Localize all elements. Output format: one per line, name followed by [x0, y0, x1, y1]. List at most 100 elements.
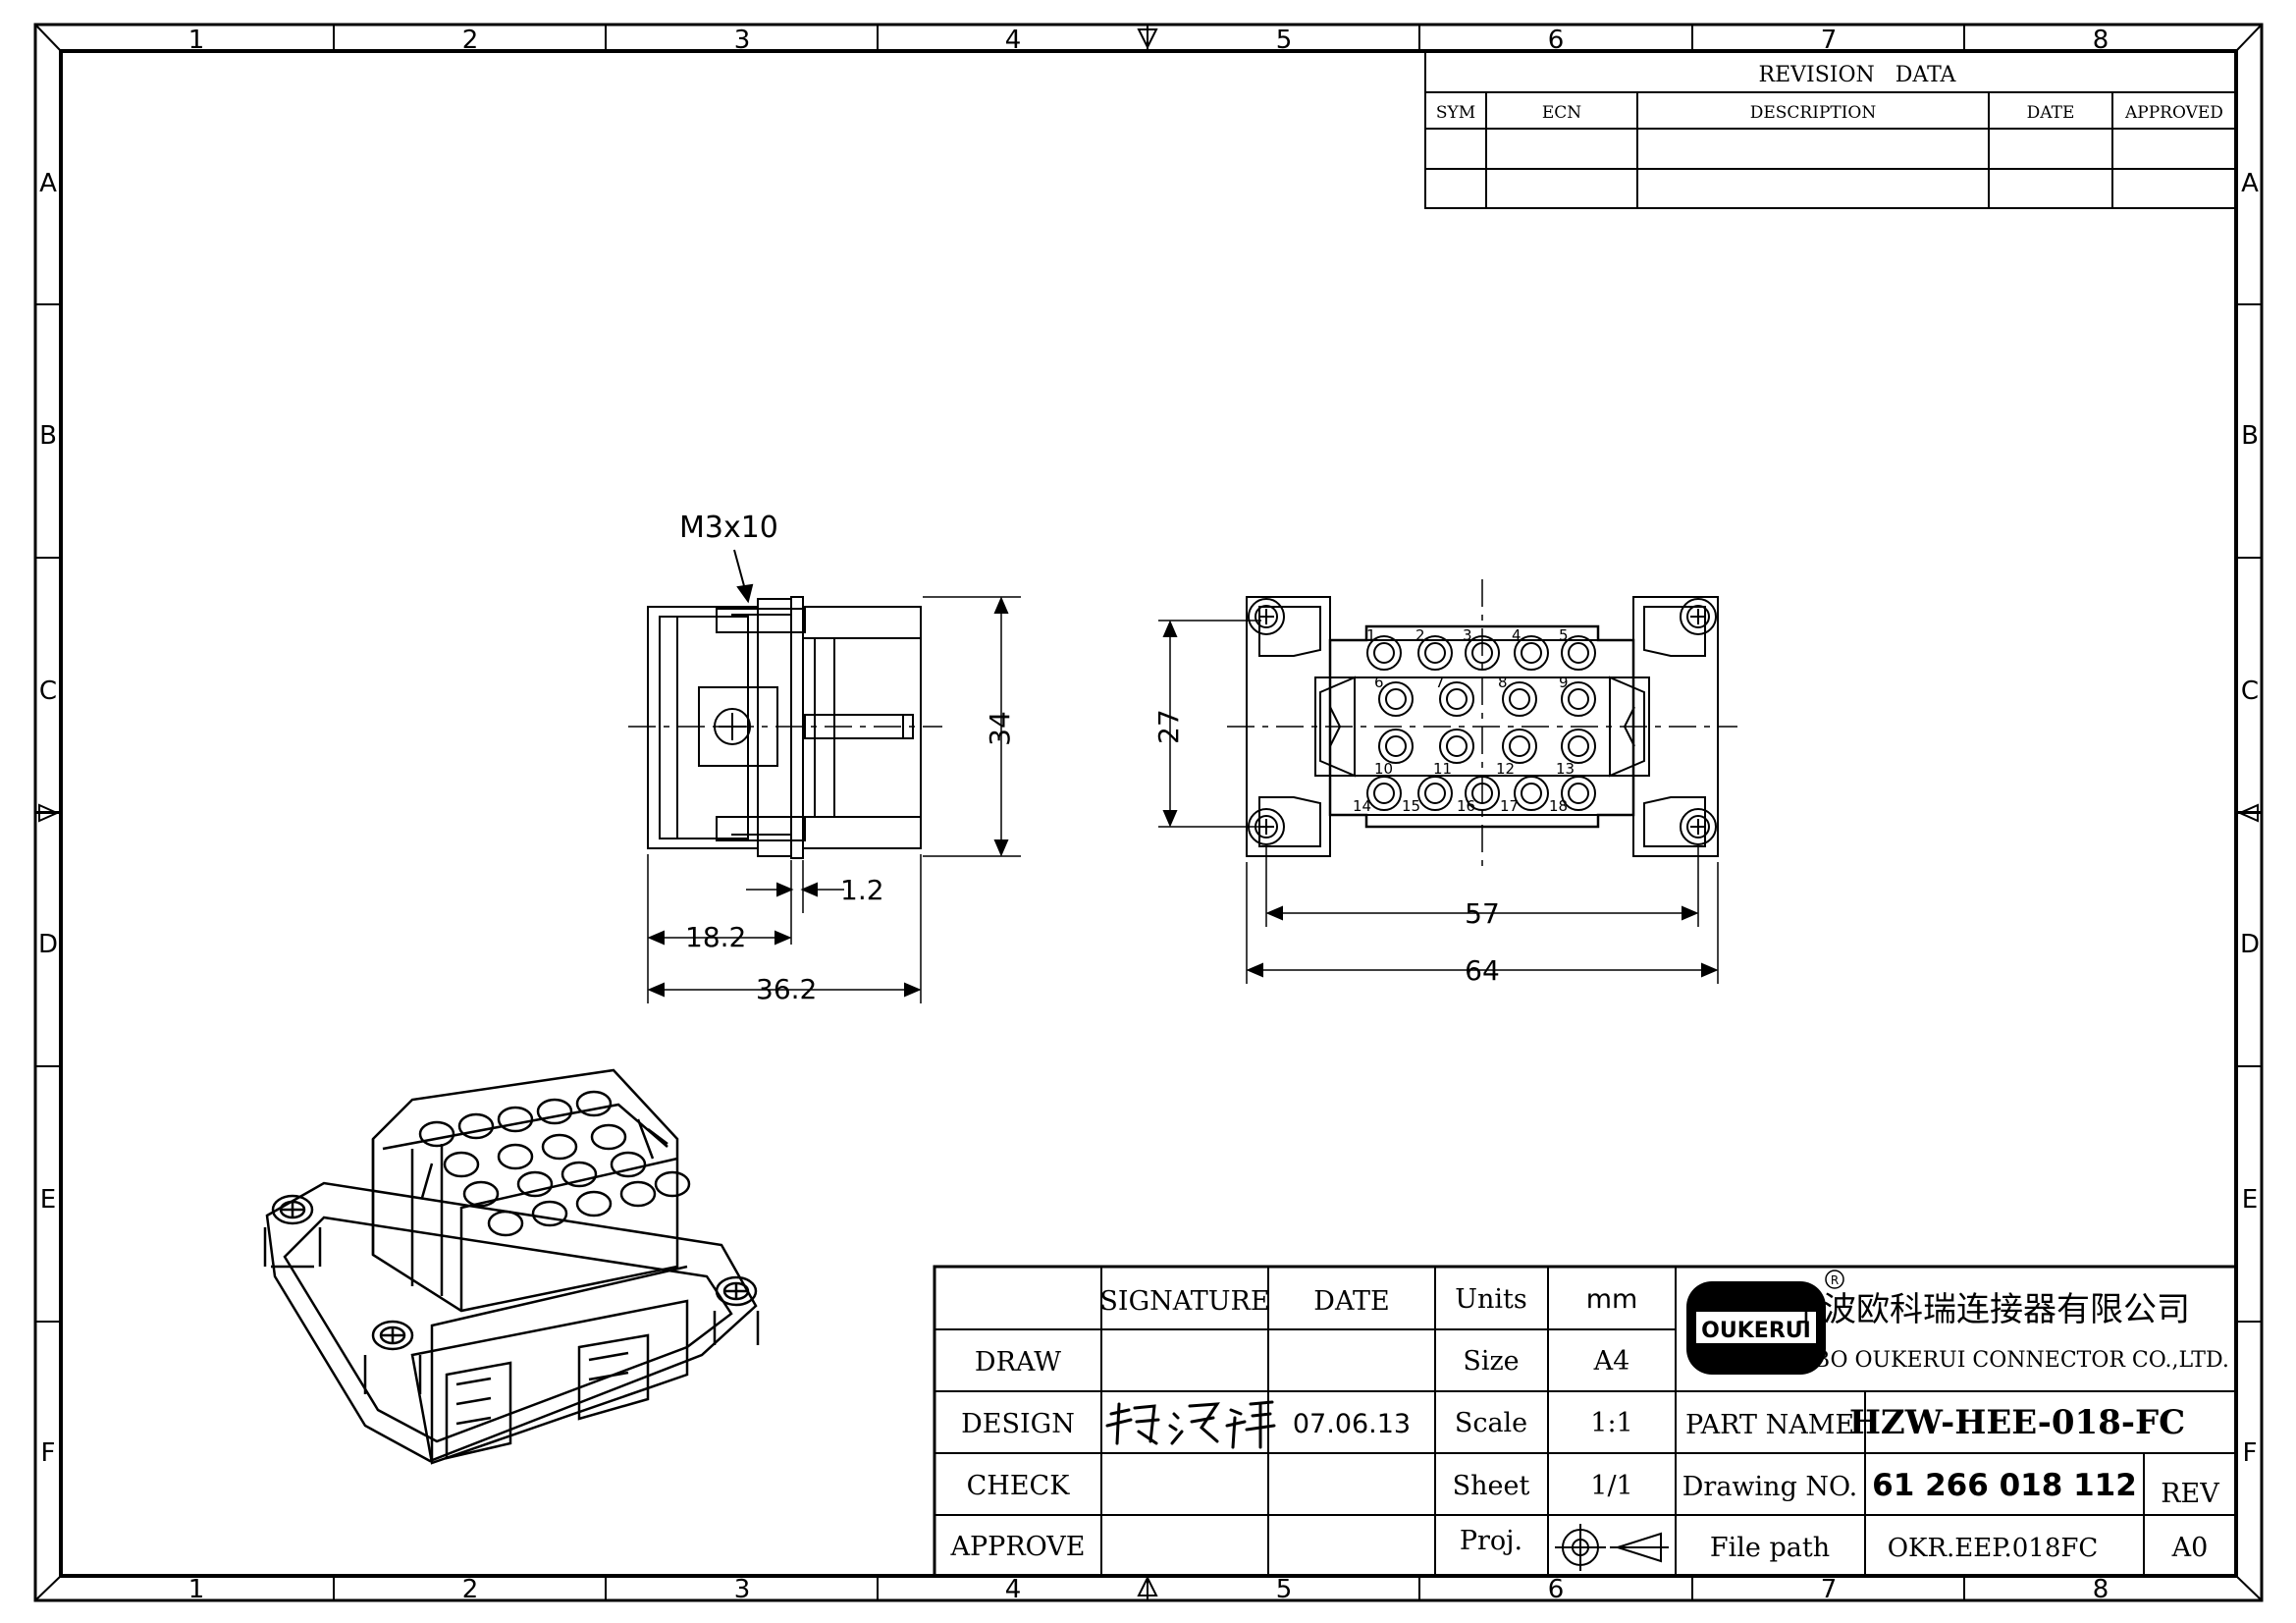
- contact-pin: [1417, 776, 1453, 811]
- dim-1-2: 1.2: [840, 874, 884, 906]
- iso-screw: [713, 1275, 760, 1345]
- pin-number: 4: [1512, 626, 1522, 644]
- units-label: Units: [1455, 1284, 1527, 1315]
- insert-cavities: [418, 1090, 691, 1237]
- dim-18-2: 18.2: [685, 921, 746, 953]
- dim-36-2: 36.2: [756, 973, 817, 1005]
- sheet-label: Sheet: [1453, 1471, 1530, 1501]
- pin-number: 9: [1559, 674, 1569, 691]
- contact-pin: [1561, 776, 1596, 811]
- pin-number: 15: [1402, 797, 1420, 815]
- registered-icon: R: [1831, 1273, 1839, 1287]
- row-design: DESIGN: [961, 1409, 1075, 1439]
- iso-screw: [263, 1194, 322, 1269]
- contact-pin: [1439, 681, 1474, 717]
- company-logo: OUKERUI R: [1686, 1270, 1844, 1375]
- revision-header-sym: SYM: [1436, 103, 1475, 123]
- zone-col-label: 7: [1821, 26, 1838, 55]
- corner-screw: [1248, 598, 1285, 635]
- part-name-label: PART NAME: [1685, 1410, 1854, 1440]
- company-name-en: NINGBO OUKERUI CONNECTOR CO.,LTD.: [1750, 1348, 2229, 1373]
- contact-pin: [1561, 681, 1596, 717]
- logo-text: OUKERUI: [1701, 1319, 1811, 1343]
- size-label: Size: [1463, 1346, 1519, 1377]
- zone-row-label: A: [39, 169, 57, 198]
- drawing-no-value: 61 266 018 112: [1872, 1468, 2137, 1503]
- units-value: mm: [1586, 1284, 1638, 1315]
- zone-row-label: F: [41, 1438, 56, 1468]
- scale-value: 1:1: [1590, 1408, 1632, 1438]
- contact-pin: [1465, 635, 1500, 671]
- corner-screw: [1680, 598, 1717, 635]
- pin-number: 14: [1353, 797, 1371, 815]
- pin-number: 18: [1549, 797, 1568, 815]
- dim-57: 57: [1465, 897, 1500, 930]
- rev-value: A0: [2171, 1533, 2209, 1563]
- zone-row-label: C: [39, 676, 57, 706]
- design-date: 07.06.13: [1293, 1409, 1411, 1439]
- revision-header-ecn: ECN: [1542, 103, 1581, 123]
- file-path-label: File path: [1710, 1533, 1830, 1563]
- zone-col-label: 3: [734, 26, 751, 55]
- pin-number: 1: [1366, 626, 1376, 644]
- contact-pin: [1561, 635, 1596, 671]
- zone-col-label: 2: [462, 26, 479, 55]
- row-draw: DRAW: [975, 1347, 1061, 1378]
- zone-col-label: 4: [1005, 1575, 1022, 1604]
- part-name-value: HZW-HEE-018-FC: [1849, 1403, 2185, 1442]
- front-view-dimensions: 27 57 64: [1152, 709, 1500, 987]
- zone-col-label: 4: [1005, 26, 1022, 55]
- contact-pin: [1514, 635, 1549, 671]
- contact-pin: [1439, 729, 1474, 764]
- pin-number: 11: [1433, 760, 1452, 778]
- corner-screw: [1680, 808, 1717, 845]
- header-date: DATE: [1313, 1286, 1389, 1317]
- title-block-text: SIGNATURE DATE DRAW DESIGN CHECK APPROVE…: [949, 1284, 2219, 1563]
- zone-col-label: 7: [1821, 1575, 1838, 1604]
- contact-pins: [1366, 635, 1596, 811]
- proj-label: Proj.: [1460, 1526, 1522, 1556]
- revision-header-description: DESCRIPTION: [1750, 103, 1877, 123]
- pin-number: 6: [1374, 674, 1384, 691]
- pin-number: 3: [1463, 626, 1472, 644]
- revision-header-date: DATE: [2027, 103, 2075, 123]
- zone-row-label: D: [38, 930, 58, 959]
- zone-row-label: B: [2241, 421, 2259, 451]
- dim-34: 34: [984, 711, 1016, 746]
- zone-row-label: C: [2241, 676, 2259, 706]
- pin-number: 8: [1498, 674, 1508, 691]
- revision-title: REVISION DATA: [1759, 63, 1957, 87]
- title-block: [933, 1265, 2238, 1578]
- pin-number: 2: [1415, 626, 1425, 644]
- pin-number: 13: [1556, 760, 1575, 778]
- zone-row-label: D: [2240, 930, 2260, 959]
- zone-col-label: 6: [1548, 1575, 1565, 1604]
- contact-pin: [1502, 729, 1537, 764]
- front-view: [1158, 579, 1737, 984]
- zone-row-label: B: [39, 421, 57, 451]
- zone-row-label: E: [40, 1185, 56, 1215]
- zone-row-label: F: [2243, 1438, 2258, 1468]
- row-check: CHECK: [967, 1471, 1071, 1501]
- dim-27: 27: [1152, 709, 1185, 744]
- zone-col-label: 2: [462, 1575, 479, 1604]
- isometric-view: [263, 1068, 760, 1465]
- size-value: A4: [1593, 1346, 1630, 1377]
- pin-number: 7: [1435, 674, 1445, 691]
- dim-64: 64: [1465, 954, 1500, 987]
- header-signature: SIGNATURE: [1099, 1286, 1269, 1317]
- zone-col-label: 3: [734, 1575, 751, 1604]
- zone-row-label: A: [2241, 169, 2259, 198]
- rev-label: REV: [2161, 1479, 2219, 1509]
- file-path-value: OKR.EEP.018FC: [1888, 1534, 2099, 1563]
- revision-table: REVISION DATA SYM ECN DESCRIPTION DATE A…: [1424, 50, 2237, 209]
- contact-pin: [1366, 635, 1402, 671]
- side-view-dimensions: M3x10 34 1.2 18.2 36.2: [679, 511, 1016, 1005]
- contact-pin: [1502, 681, 1537, 717]
- zone-labels: 1 2 3 4 5 6 7 8 1 2 3 4 5 6 7 8 A B C D …: [38, 26, 2260, 1604]
- scale-label: Scale: [1455, 1408, 1527, 1438]
- zone-col-label: 1: [188, 26, 205, 55]
- zone-col-label: 8: [2093, 26, 2109, 55]
- pin-number: 5: [1559, 626, 1569, 644]
